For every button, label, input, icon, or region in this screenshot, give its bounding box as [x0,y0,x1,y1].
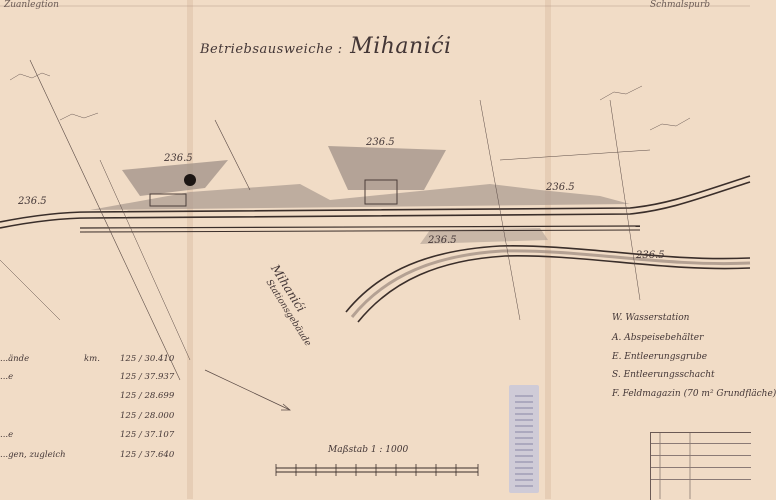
title-station-name: Mihanići [350,34,452,59]
survey-line-7 [0,259,61,321]
elevation-label: 236.5 [546,182,575,193]
survey-line-1 [29,59,181,381]
km-table-row: ...gen, zugleich 125 / 37.640 [0,450,175,460]
annotation-scribble-1 [9,72,51,81]
km-row-label: ...gen, zugleich [0,450,66,460]
km-row-value: 125 / 28.699 [120,391,175,401]
title-block-row [651,479,751,480]
branch-track-1 [345,245,751,313]
corner-note-right: Schmalspurb [650,0,711,10]
drawing-title: Betriebsausweiche : Mihanići [200,34,452,59]
corner-note-left: Zuanlegtion [4,0,59,10]
paper-background [0,0,750,499]
main-track-upper-2 [0,181,751,229]
elevation-label: 236.5 [164,153,193,164]
elevation-label: 236.5 [428,235,457,246]
title-block-row [651,467,751,468]
km-row-label: ...ände [0,354,30,364]
annotation-scribble-4 [649,117,691,131]
survey-line-6 [499,149,651,161]
legend-item: W. Wasserstation [612,313,690,323]
survey-line-2 [99,159,191,361]
title-block-row [651,455,751,456]
km-table-row: ...e 125 / 37.107 [0,430,175,440]
legend-item: F. Feldmagazin (70 m² Grundfläche) [612,389,776,399]
km-row-value: 125 / 28.000 [120,411,175,421]
main-track-upper [0,175,751,223]
km-table-row: ...ände km. 125 / 30.410 [0,354,175,364]
km-row-label: ...e [0,430,14,440]
elevation-label: 236.5 [18,196,47,207]
title-block-table [650,432,751,500]
branch-ballast [350,249,751,318]
legend-item: S. Entleerungsschacht [612,370,715,380]
title-block-row [651,443,751,444]
archive-stamp [509,385,539,493]
annotation-scribble-2 [59,112,99,121]
platform-building [149,193,187,207]
scale-label: Maßstab 1 : 1000 [328,445,409,455]
survey-line-3 [214,119,251,191]
track-plan-drawing [0,0,751,499]
km-row-value: 125 / 30.410 [120,354,175,364]
branch-track-2 [357,255,751,323]
siding-track [79,225,641,229]
elevation-label: 236.5 [366,137,395,148]
embankment-left [122,160,228,196]
km-row-value: 125 / 37.937 [120,372,175,382]
km-row-value: 125 / 37.640 [120,450,175,460]
north-arrow-head [281,403,291,411]
annotation-scribble-3 [599,85,643,101]
survey-line-5 [609,99,641,301]
legend-item: A. Abspeisebehälter [612,333,704,343]
elevation-label: 236.5 [636,250,665,261]
scale-bar [275,464,479,476]
km-table-row: ...e 125 / 37.937 [0,372,175,382]
survey-line-4 [479,99,521,321]
embankment-lower [420,228,548,244]
title-prefix: Betriebsausweiche : [200,42,343,57]
siding-track-2 [79,229,641,233]
embankment-center [328,146,446,190]
embankment-main [90,184,630,210]
km-table-row: 125 / 28.000 [0,411,175,421]
km-table-row: 125 / 28.699 [0,391,175,401]
station-building [364,179,398,205]
km-row-value: 125 / 37.107 [120,430,175,440]
well-marker [184,174,196,186]
km-row-label: ...e [0,372,14,382]
north-arrow [204,369,291,411]
legend-item: E. Entleerungsgrube [612,352,708,362]
km-row-prefix: km. [84,354,100,364]
